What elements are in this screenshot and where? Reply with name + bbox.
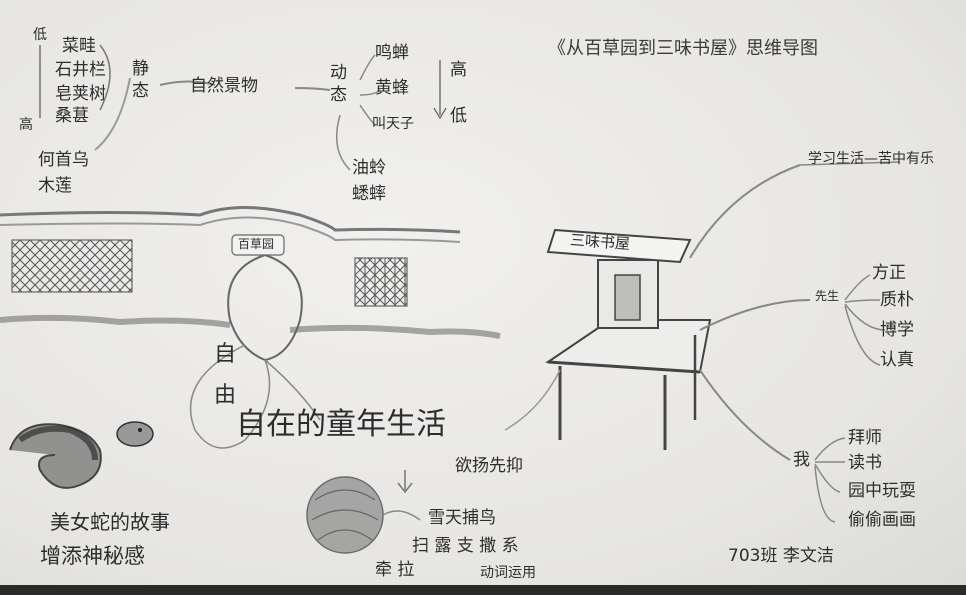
other-item: 蟋蟀 (352, 184, 386, 204)
garden-gate-label: 百草园 (238, 237, 275, 251)
teacher-trait: 方正 (872, 263, 906, 283)
technique-label: 欲扬先抑 (455, 456, 523, 476)
static-label: 静态 (132, 59, 149, 101)
dynamic-item: 鸣蝉 (375, 43, 409, 63)
high-marker: 高 (19, 117, 33, 133)
dynamic-low-marker: 低 (450, 106, 467, 126)
extra-item: 木莲 (38, 176, 72, 196)
author-label: 703班 李文洁 (728, 546, 834, 566)
extra-item: 何首乌 (38, 150, 89, 170)
verbs-note: 动词运用 (480, 565, 536, 581)
low-marker: 低 (33, 27, 47, 43)
freedom-char: 由 (214, 383, 237, 408)
map-title: 《从百草园到三味书屋》思维导图 (548, 38, 818, 59)
shop-sign: 三味书屋 (569, 230, 631, 254)
snake-story-line1: 美女蛇的故事 (50, 510, 170, 534)
other-item: 油蛉 (352, 158, 386, 178)
teacher-trait: 质朴 (880, 290, 914, 310)
bottom-border (0, 585, 966, 595)
teacher-label: 先生 (815, 289, 840, 303)
static-item: 桑葚 (55, 106, 89, 126)
teacher-trait: 博学 (880, 320, 914, 340)
snow-bird-label: 雪天捕鸟 (428, 508, 496, 528)
study-life-label: 学习生活—苦中有乐 (808, 151, 934, 167)
static-item: 菜畦 (62, 36, 96, 56)
teacher-trait: 认真 (880, 350, 914, 370)
me-activity: 偷偷画画 (848, 510, 916, 530)
me-activity: 园中玩耍 (848, 481, 916, 501)
dynamic-high-marker: 高 (450, 60, 467, 80)
snake-story-line2: 增添神秘感 (40, 544, 145, 568)
static-item: 皂荚树 (55, 84, 106, 104)
me-activity: 拜师 (848, 428, 882, 448)
freedom-char: 自 (214, 342, 237, 367)
nature-label: 自然景物 (190, 76, 258, 96)
center-theme: 自在的童年生活 (236, 407, 446, 442)
verbs-line2: 牵 拉 (375, 560, 415, 580)
verbs-line1: 扫 露 支 撒 系 (412, 536, 519, 556)
dynamic-item: 叫天子 (372, 116, 414, 132)
dynamic-item: 黄蜂 (375, 78, 409, 98)
dynamic-label: 动态 (330, 63, 347, 105)
me-label: 我 (793, 450, 810, 470)
static-item: 石井栏 (55, 60, 106, 80)
me-activity: 读书 (848, 453, 882, 473)
